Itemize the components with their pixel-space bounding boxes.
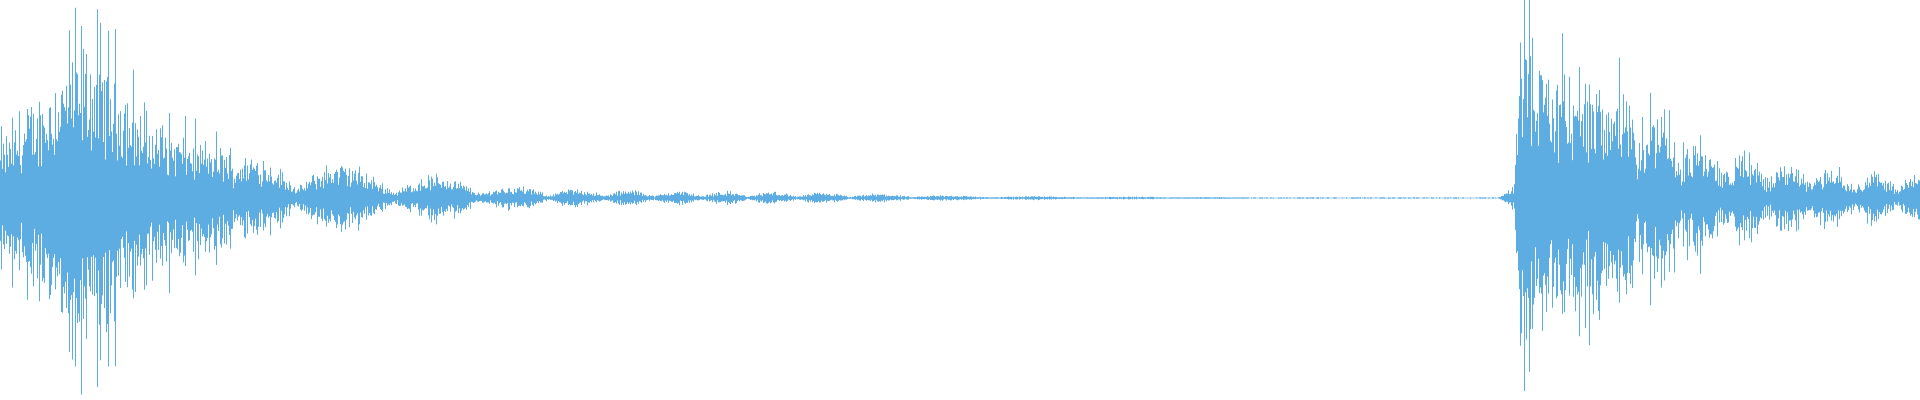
- audio-waveform: [0, 0, 1920, 395]
- audio-waveform-view[interactable]: [0, 0, 1920, 400]
- waveform-samples: [0, 0, 1920, 395]
- waveform-path: [0, 0, 1920, 395]
